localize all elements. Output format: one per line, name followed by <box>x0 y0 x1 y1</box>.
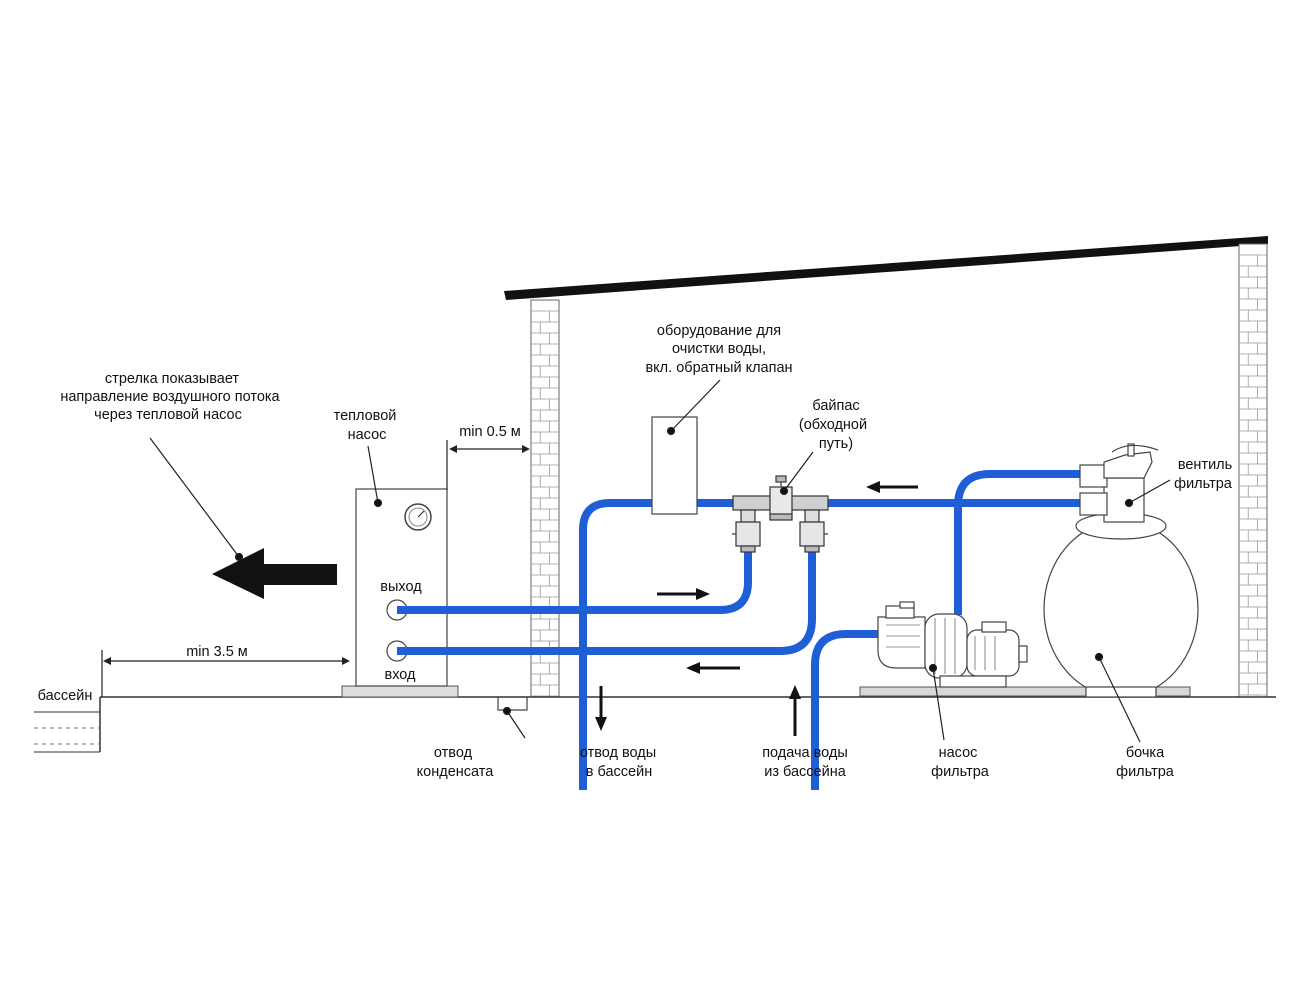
pool <box>34 697 101 753</box>
water-treatment-label-2: очистки воды, <box>672 341 766 357</box>
bypass-label-1: байпас <box>812 398 859 414</box>
min-wall-label: min 0.5 м <box>459 424 521 440</box>
airflow-note-line-2: направление воздушного потока <box>60 389 280 405</box>
equipment-platform <box>859 686 1191 697</box>
inlet-label: вход <box>385 667 417 683</box>
roof <box>504 236 1268 300</box>
filter-valve-label-1: вентиль <box>1178 457 1232 473</box>
right-brick-wall <box>1238 243 1268 698</box>
flow-arrows <box>212 481 918 736</box>
heat-pump-label-2: насос <box>348 427 387 443</box>
condensate-label-1: отвод <box>434 745 473 761</box>
pipe-pool-supply <box>811 630 880 790</box>
water-pipes <box>397 470 1080 790</box>
outlet-label: выход <box>380 579 422 595</box>
filter-tank-label-2: фильтра <box>1116 764 1175 780</box>
water-to-pool-label-1: отвод воды <box>580 745 656 761</box>
left-brick-wall <box>530 299 560 698</box>
bypass-label-3: путь) <box>819 436 853 452</box>
airflow-note-line-3: через тепловой насос <box>94 407 242 423</box>
dimension-min-wall <box>446 440 530 490</box>
bypass-assembly <box>732 475 829 553</box>
condensate-label-2: конденсата <box>417 764 495 780</box>
water-treatment-box <box>651 416 698 515</box>
water-from-pool-label-2: из бассейна <box>764 764 846 780</box>
pipe-heat-pump-outlet <box>397 540 752 614</box>
airflow-arrow-icon <box>212 548 337 599</box>
dimension-min-pool <box>101 650 350 697</box>
pipe-heat-pump-inlet <box>397 540 816 655</box>
condensate-drain <box>497 697 528 711</box>
filter-pump-label-2: фильтра <box>931 764 990 780</box>
pipe-main-return <box>579 499 1080 790</box>
water-to-pool-label-2: в бассейн <box>586 764 652 780</box>
pipe-filter-top <box>954 470 1080 615</box>
bypass-label-2: (обходной <box>799 417 867 433</box>
filter-valve-label-2: фильтра <box>1174 476 1233 492</box>
text-labels: стрелка показывает направление воздушног… <box>38 323 1233 780</box>
filter-tank <box>1043 443 1199 698</box>
water-treatment-label-1: оборудование для <box>657 323 781 339</box>
pool-label: бассейн <box>38 688 93 704</box>
heat-pump-label-1: тепловой <box>334 408 397 424</box>
min-pool-label: min 3.5 м <box>186 644 248 660</box>
filter-pump-label-1: насос <box>939 745 978 761</box>
leader-lines <box>149 379 1171 743</box>
filter-pump <box>877 601 1028 688</box>
filter-tank-label-1: бочка <box>1126 745 1165 761</box>
airflow-note-line-1: стрелка показывает <box>105 371 239 387</box>
water-treatment-label-3: вкл. обратный клапан <box>645 360 792 376</box>
water-from-pool-label-1: подача воды <box>762 745 848 761</box>
